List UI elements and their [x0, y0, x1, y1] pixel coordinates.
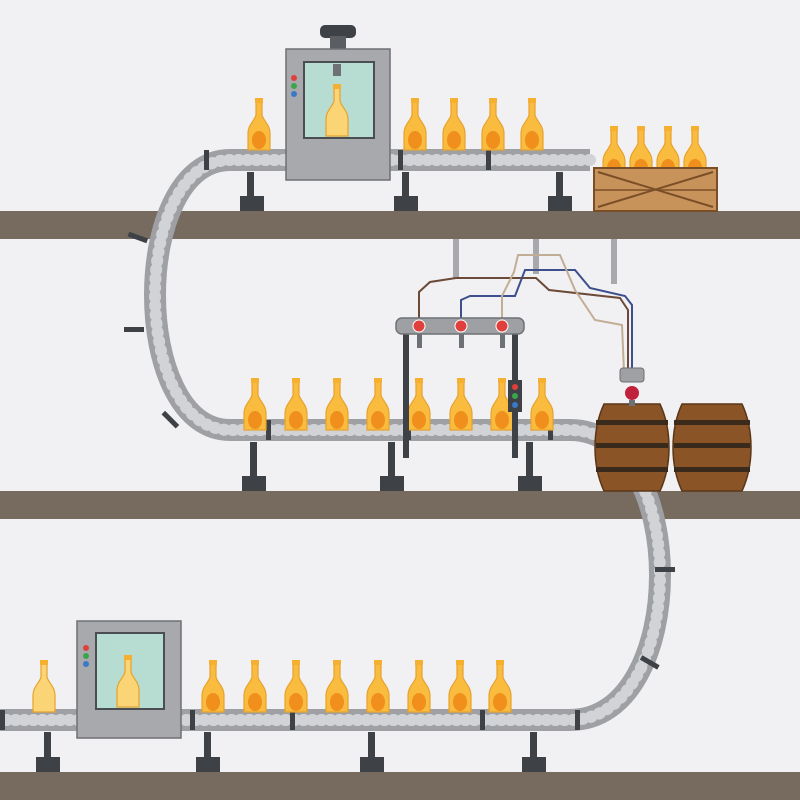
- wooden-barrel-icon: [594, 367, 670, 492]
- labeling-machine-icon: [76, 620, 182, 739]
- conveyor-legs: [36, 172, 572, 772]
- wooden-barrel-icon: [672, 403, 752, 492]
- conveyor-joints: [0, 150, 675, 730]
- filling-nozzles: [412, 319, 509, 348]
- conveyor-belt: [0, 149, 675, 731]
- filling-station-icon: [395, 317, 525, 458]
- pipes: [418, 239, 633, 373]
- shelf-top: [0, 211, 800, 239]
- shelf-middle: [0, 491, 800, 519]
- shelves: [0, 211, 800, 800]
- wooden-crate-icon: [593, 125, 718, 212]
- shelf-bottom: [0, 772, 800, 800]
- capping-machine-icon: [285, 25, 391, 181]
